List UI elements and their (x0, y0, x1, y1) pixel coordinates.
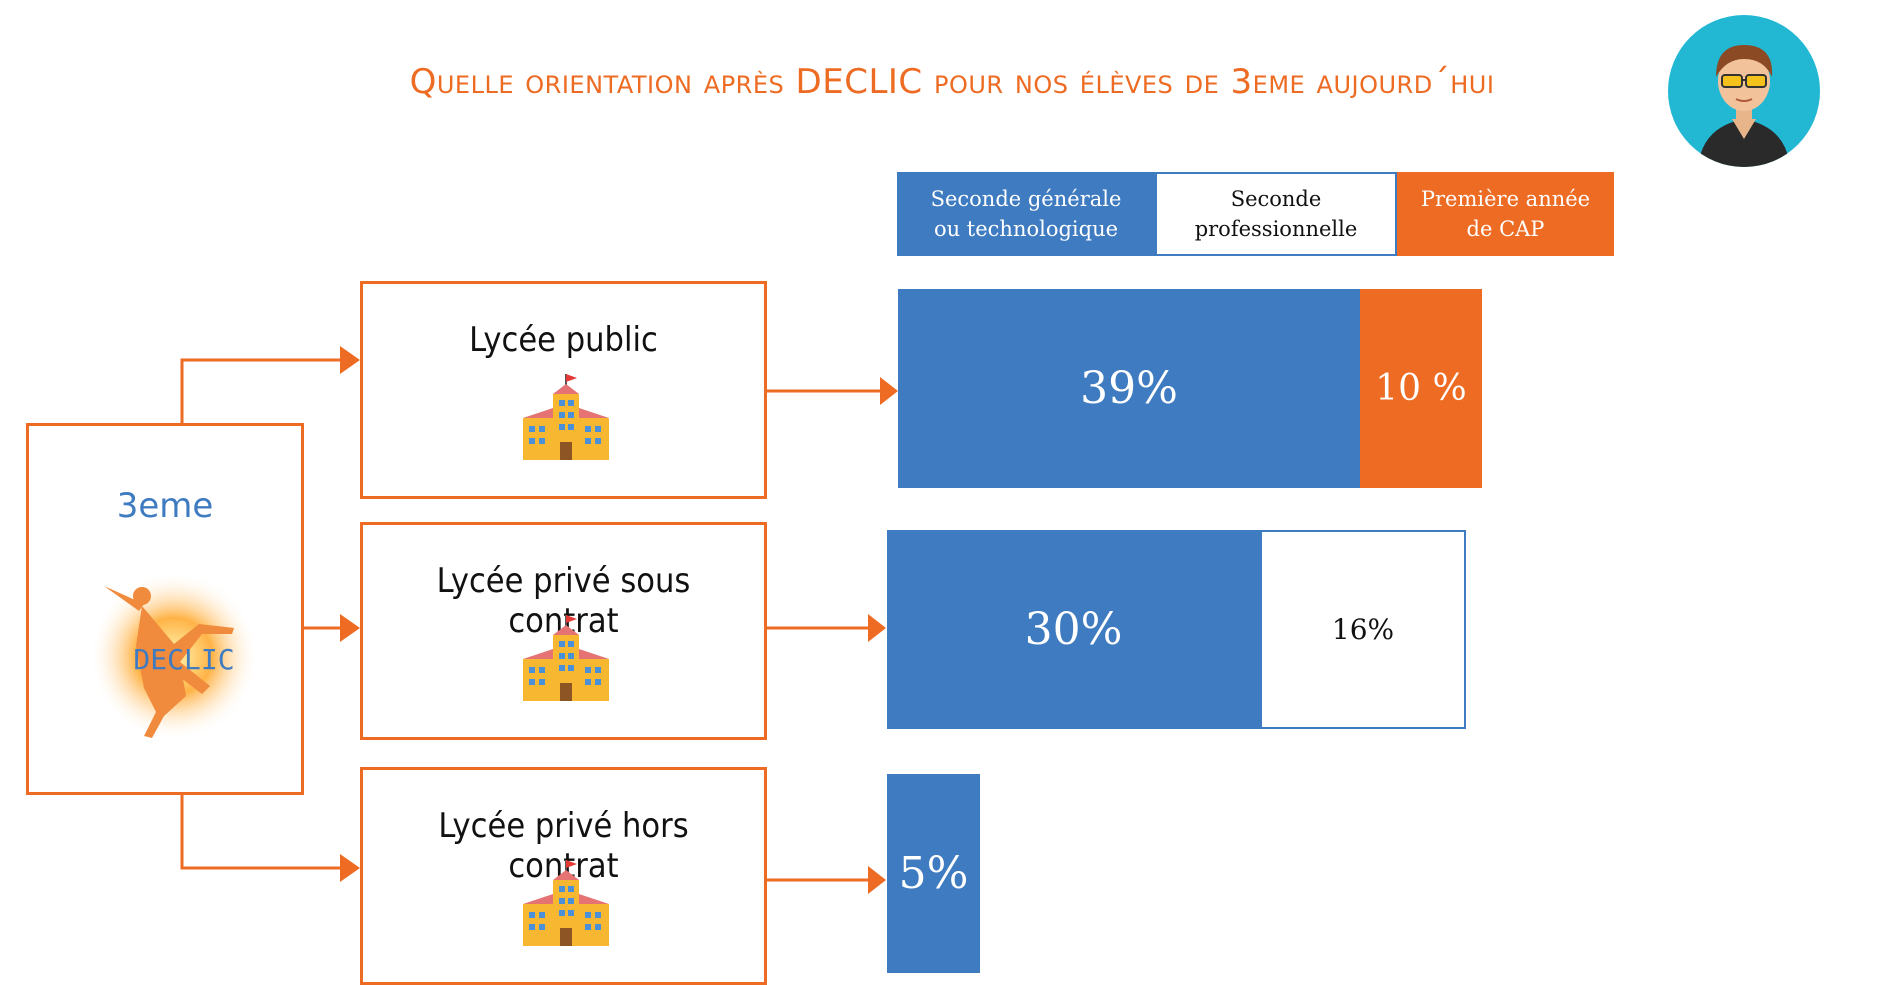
bar-public-cap-value: 10 % (1375, 368, 1467, 409)
lycee-box-prive-hors-contrat: Lycée privé hors contrat (360, 767, 767, 985)
arrow-right-icon (340, 346, 360, 374)
legend-cap-label: Première année de CAP (1420, 186, 1591, 241)
bar-sous-contrat-seconde-pro: 16% (1260, 530, 1466, 729)
declic-logo-text: DECLIC (133, 643, 234, 676)
arrow-to-lycee-hors-contrat (180, 795, 352, 870)
lycee-label-public: Lycée public (469, 320, 658, 360)
lycee-box-prive-sous-contrat: Lycée privé sous contrat (360, 522, 767, 740)
legend-seconde-generale-label: Seconde générale ou technologique (930, 186, 1122, 241)
bar-public-seconde-generale: 39% (898, 289, 1360, 488)
bar-sous-contrat-generale-value: 30% (1024, 604, 1123, 655)
source-label: 3eme (116, 486, 214, 526)
arrow-to-lycee-public (180, 358, 352, 423)
bar-sous-contrat-pro-value: 16% (1331, 613, 1395, 646)
bar-sous-contrat-seconde-generale: 30% (887, 530, 1260, 729)
bar-public-generale-value: 39% (1080, 363, 1178, 414)
lycee-box-public: Lycée public (360, 281, 767, 499)
arrow-right-icon (340, 614, 360, 642)
avatar (1668, 15, 1820, 167)
page-title: Quelle orientation après DECLIC pour nos… (409, 62, 1495, 102)
declic-jumping-person-logo: DECLIC (89, 571, 254, 741)
legend-cap: Première année de CAP (1397, 172, 1614, 256)
bar-hors-contrat-generale-value: 5% (898, 848, 969, 899)
arrow-right-icon (340, 854, 360, 882)
bar-public-cap: 10 % (1360, 289, 1482, 488)
school-building-icon (523, 615, 609, 701)
legend-seconde-pro-label: Seconde professionnelle (1194, 186, 1358, 241)
legend-seconde-generale: Seconde générale ou technologique (897, 172, 1155, 256)
legend-seconde-pro: Seconde professionnelle (1155, 172, 1397, 256)
arrow-right-icon (868, 866, 886, 894)
school-building-icon (523, 860, 609, 946)
source-box-3eme: 3eme DECLIC (26, 423, 304, 795)
bar-hors-contrat-seconde-generale: 5% (887, 774, 980, 973)
arrow-right-icon (868, 614, 886, 642)
arrow-right-icon (880, 377, 898, 405)
avatar-person-icon (1698, 45, 1790, 167)
school-building-icon (523, 374, 609, 460)
